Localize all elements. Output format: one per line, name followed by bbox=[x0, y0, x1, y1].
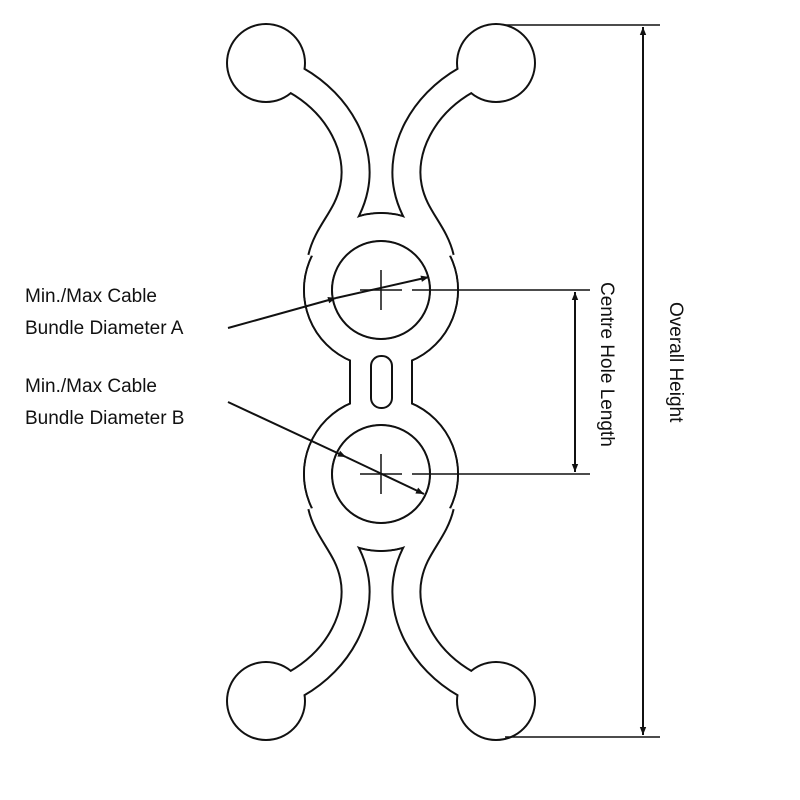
centre-hole-length-label: Centre Hole Length bbox=[596, 282, 617, 447]
diameter-a-line-2: Bundle Diameter A bbox=[25, 318, 184, 339]
centre-hole-length-dimension bbox=[412, 289, 590, 475]
centre-slot bbox=[370, 355, 393, 409]
overall-height-dimension bbox=[505, 24, 660, 738]
diameter-a-line-1: Min./Max Cable bbox=[25, 286, 157, 307]
diameter-b-line-1: Min./Max Cable bbox=[25, 376, 157, 397]
cable-tie-body bbox=[226, 23, 536, 741]
diameter-leaders bbox=[227, 275, 430, 495]
diameter-b-line-2: Bundle Diameter B bbox=[25, 408, 185, 429]
leader-b bbox=[227, 401, 347, 458]
diameter-b-label: Min./Max Cable Bundle Diameter B bbox=[25, 371, 184, 435]
diameter-a-label: Min./Max Cable Bundle Diameter A bbox=[25, 281, 183, 345]
overall-height-label: Overall Height bbox=[665, 302, 686, 423]
leader-a bbox=[227, 297, 337, 329]
